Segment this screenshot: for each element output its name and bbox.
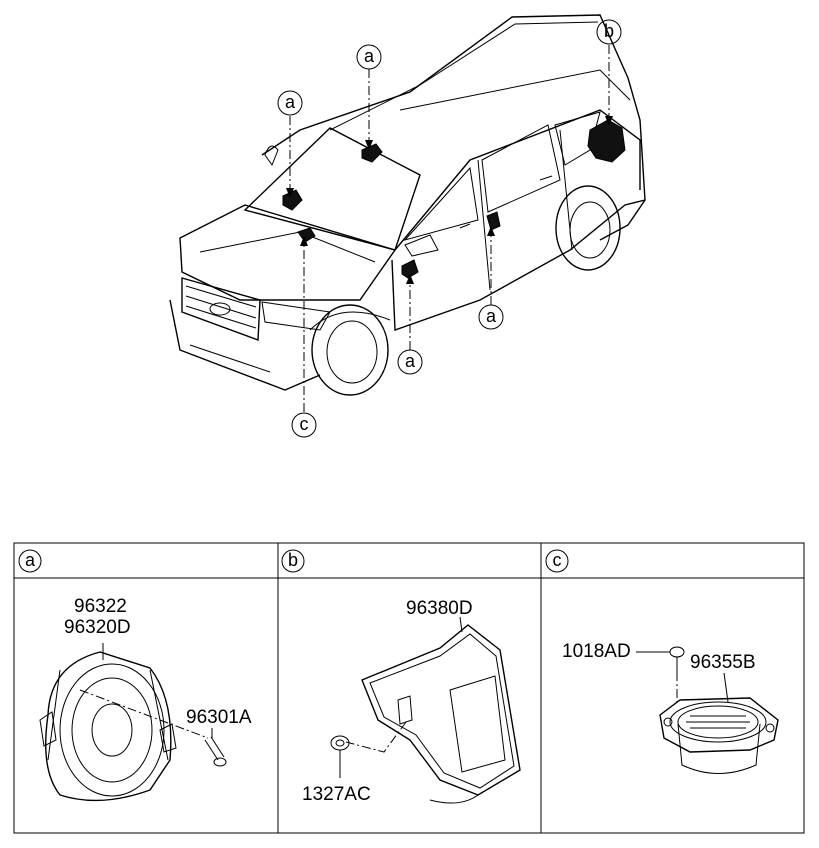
- svg-text:a: a: [364, 46, 375, 66]
- part-label-96320D: 96320D: [64, 617, 131, 638]
- callout-a-rear-door: a: [478, 304, 504, 330]
- panel-b-header: b: [281, 549, 305, 573]
- svg-text:b: b: [604, 21, 614, 41]
- part-label-96380D: 96380D: [406, 598, 473, 619]
- part-label-96355B: 96355B: [690, 652, 756, 673]
- panel-a-header: a: [18, 549, 42, 573]
- callout-c-center: c: [291, 412, 317, 438]
- rear-enclosure-drawing: [330, 616, 521, 804]
- callout-b-rear: b: [596, 19, 622, 45]
- callout-a-top: a: [356, 44, 382, 70]
- panel-c-header: c: [545, 549, 569, 573]
- vehicle-illustration: [169, 14, 646, 396]
- svg-text:c: c: [300, 414, 309, 434]
- svg-text:b: b: [288, 550, 298, 570]
- callout-a-windshield: a: [277, 90, 303, 116]
- center-speaker-drawing: [636, 646, 779, 774]
- svg-text:a: a: [25, 550, 36, 570]
- parts-table: [13, 542, 805, 834]
- part-label-1018AD: 1018AD: [562, 641, 631, 662]
- svg-text:a: a: [285, 92, 296, 112]
- svg-text:a: a: [405, 351, 416, 371]
- part-label-96322: 96322: [74, 596, 127, 617]
- svg-text:c: c: [553, 550, 562, 570]
- part-label-1327AC: 1327AC: [302, 784, 371, 805]
- callout-leaders: [286, 45, 613, 412]
- door-speaker-drawing: [39, 643, 227, 802]
- callout-a-front-door: a: [397, 349, 423, 375]
- part-label-96301A: 96301A: [186, 707, 252, 728]
- svg-text:a: a: [486, 306, 497, 326]
